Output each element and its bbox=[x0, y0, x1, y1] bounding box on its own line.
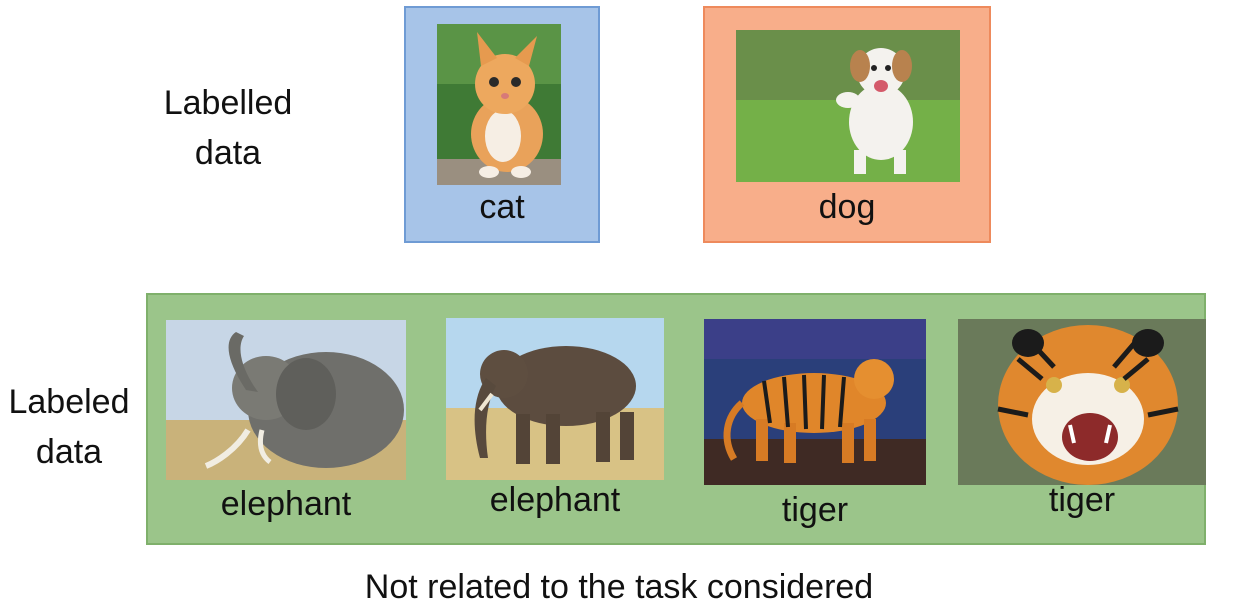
dog-photo bbox=[736, 30, 960, 182]
tiger-caption-2: tiger bbox=[1048, 481, 1116, 519]
top-side-label: Labelled data bbox=[148, 78, 308, 178]
bottom-side-label-line1: Labeled bbox=[8, 383, 130, 421]
bottom-side-label-line2: data bbox=[35, 433, 103, 471]
bottom-panel: elephant elephant bbox=[146, 293, 1206, 545]
top-side-label-line1: Labelled bbox=[163, 84, 293, 122]
bottom-side-label: Labeled data bbox=[0, 377, 138, 477]
elephant-photo-2 bbox=[446, 318, 664, 480]
dog-caption: dog bbox=[818, 188, 876, 226]
elephant-caption-2: elephant bbox=[489, 481, 621, 519]
cat-card: cat bbox=[404, 6, 600, 243]
elephant-photo-1 bbox=[166, 320, 406, 480]
tiger-photo-1 bbox=[704, 319, 926, 485]
tiger-photo-2 bbox=[958, 319, 1206, 485]
top-side-label-line2: data bbox=[194, 134, 262, 172]
dog-card: dog bbox=[703, 6, 991, 243]
footer-note: Not related to the task considered bbox=[364, 568, 874, 606]
cat-caption: cat bbox=[479, 188, 525, 226]
elephant-caption-1: elephant bbox=[220, 485, 352, 523]
cat-photo bbox=[437, 24, 561, 185]
tiger-caption-1: tiger bbox=[781, 491, 849, 529]
